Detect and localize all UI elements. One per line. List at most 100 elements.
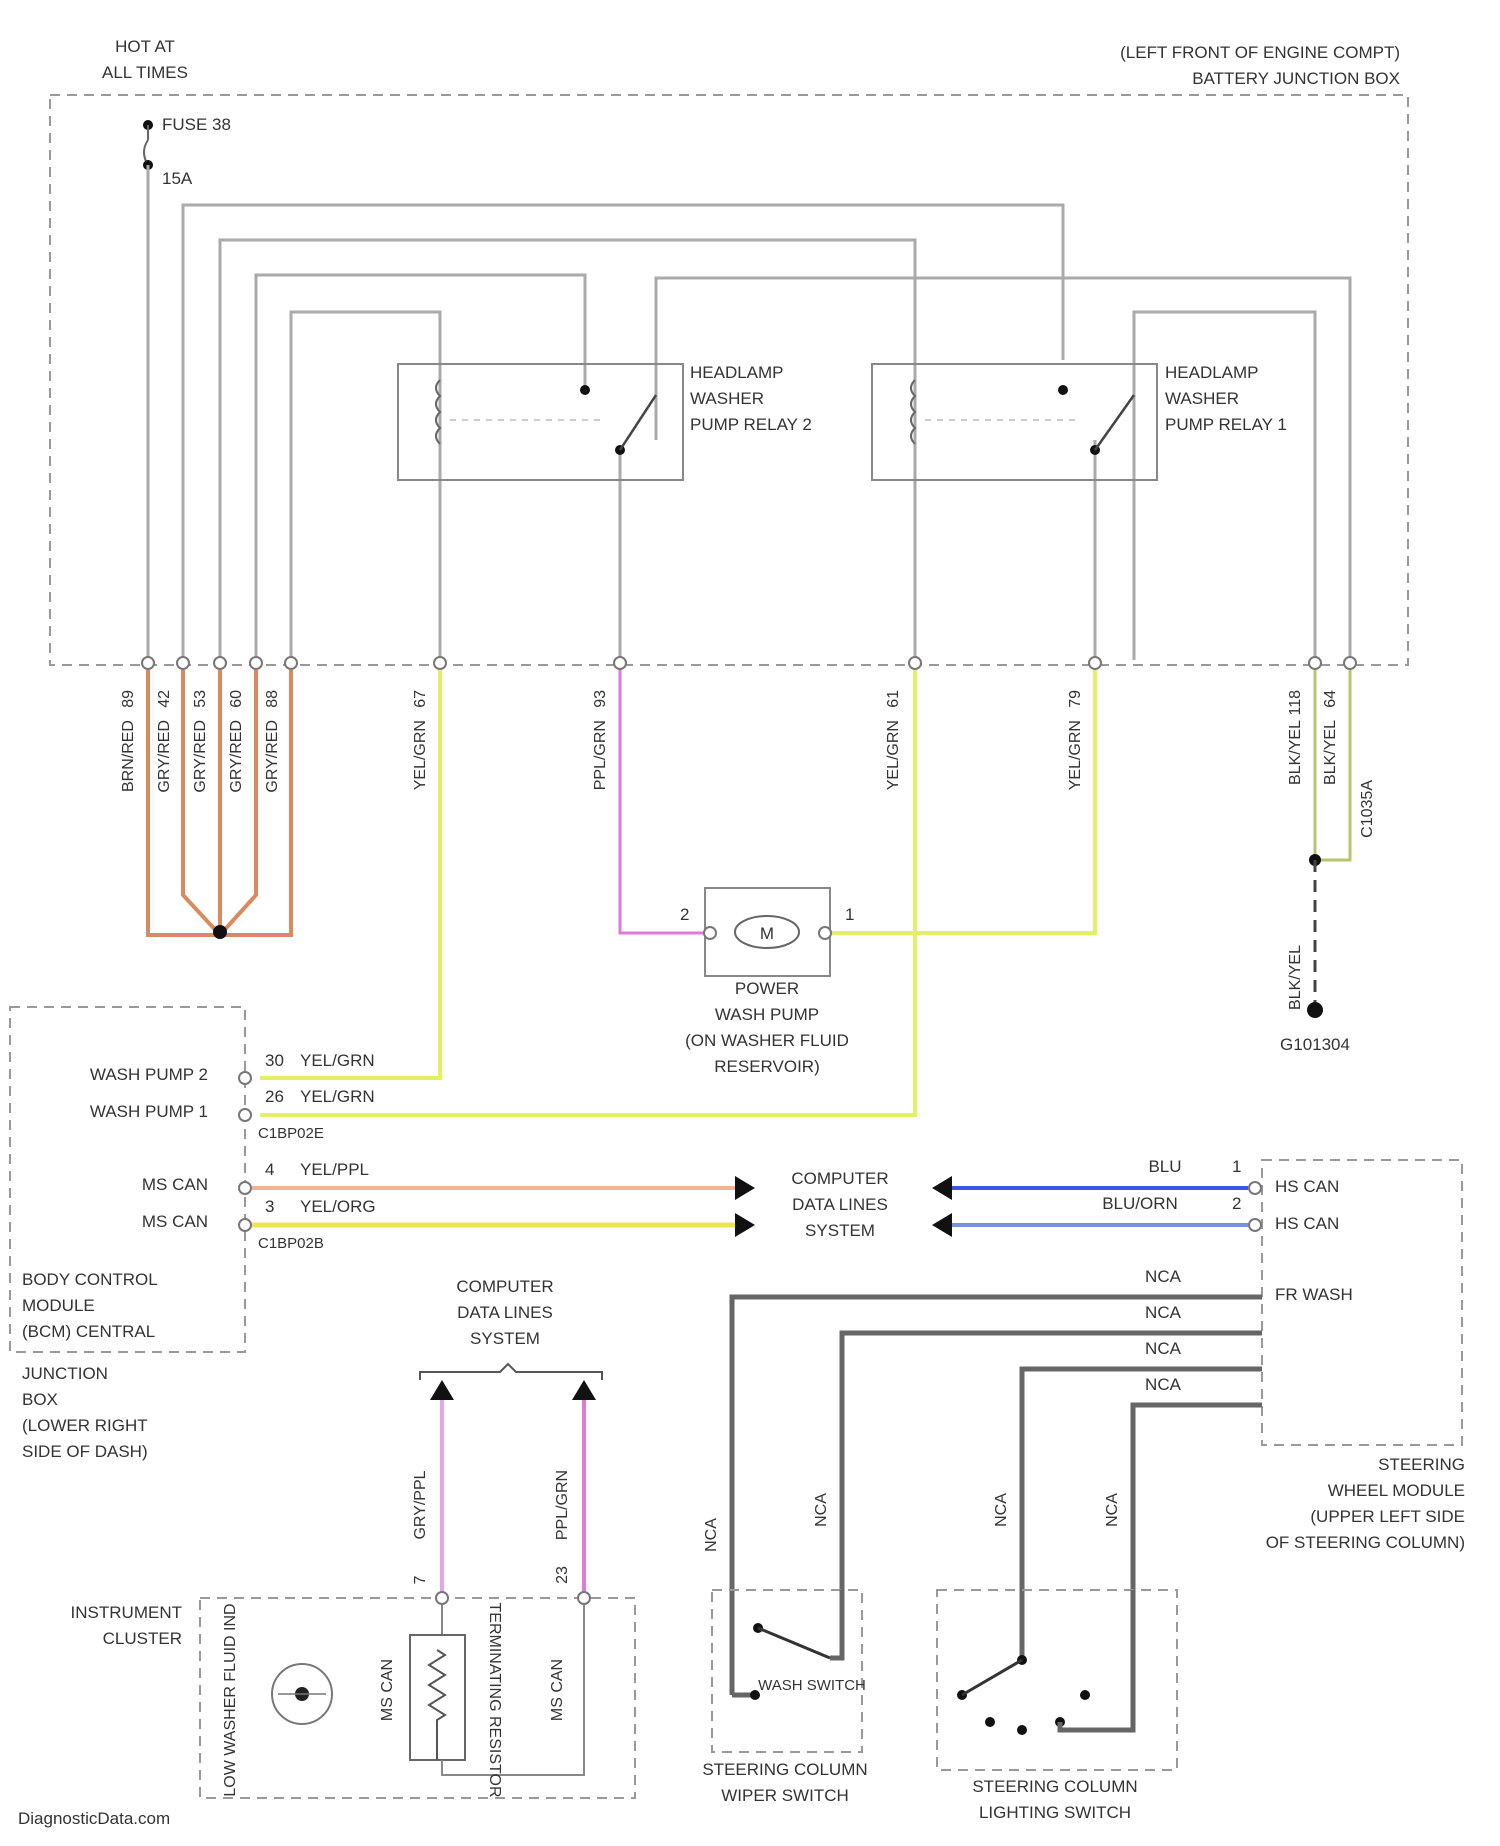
cdl2-label-1: COMPUTER [456,1277,553,1296]
svg-text:118: 118 [1287,690,1304,716]
bcm-connector-2: C1BP02B [258,1235,324,1252]
svg-text:67: 67 [412,690,429,708]
swm-hs-can-2: HS CAN [1275,1214,1339,1233]
bjb-connector-pins [142,657,1356,669]
arrow-hs1 [932,1176,952,1200]
bcm-label-7: SIDE OF DASH) [22,1442,148,1461]
bcm-wire-wash1: YEL/GRN [300,1087,375,1106]
lamp-icon [272,1664,332,1724]
relay1-label-1: HEADLAMP [1165,363,1259,382]
ic-pin-2: 23 [554,1566,571,1584]
arrow-ic2 [572,1380,596,1400]
ground-label: G101304 [1280,1035,1350,1054]
yellow-green-wires [260,670,1095,1115]
instrument-cluster [200,1598,635,1798]
bcm-wash-pump-2: WASH PUMP 2 [90,1065,208,1084]
relay1-label-3: PUMP RELAY 1 [1165,415,1287,434]
svg-text:GRY/RED: GRY/RED [228,720,245,793]
pink-pump-wire [620,670,710,933]
swm-hs-can-1: HS CAN [1275,1177,1339,1196]
wash-switch-label: WASH SWITCH [758,1677,866,1694]
bcm-ms-can-2: MS CAN [142,1212,208,1231]
bcm-pin-ms1: 4 [265,1160,274,1179]
bjb-internal-wires [148,165,1350,660]
svg-text:YEL/GRN: YEL/GRN [1067,720,1084,790]
svg-text:53: 53 [192,690,209,708]
nca-label-3: NCA [1145,1339,1182,1358]
bcm-pin-wash2: 30 [265,1051,284,1070]
swm-pins [1249,1182,1261,1231]
steering-column-lighting-switch [937,1590,1177,1770]
bcm-pin-ms2: 3 [265,1197,274,1216]
pump-pin-left: 2 [680,905,689,924]
bcm-label-4: JUNCTION [22,1364,108,1383]
arrow-ms1 [735,1176,755,1200]
swm-label-2: WHEEL MODULE [1328,1481,1465,1500]
arrow-hs2 [932,1213,952,1237]
svg-text:YEL/GRN: YEL/GRN [885,720,902,790]
swm-pin-2: 2 [1232,1194,1241,1213]
ic-wire-1-label: GRY/PPL [412,1470,429,1539]
pump-label-4: RESERVOIR) [714,1057,820,1076]
svg-text:PPL/GRN: PPL/GRN [592,720,609,790]
ic-label-1: INSTRUMENT [71,1603,182,1622]
svg-text:BLK/YEL: BLK/YEL [1322,720,1339,785]
sw-nca-4: NCA [1104,1493,1121,1527]
relay2-label-2: WASHER [690,389,764,408]
cdl-label-2: DATA LINES [792,1195,888,1214]
svg-text:YEL/GRN: YEL/GRN [412,720,429,790]
svg-text:42: 42 [156,690,173,708]
swm-label-4: OF STEERING COLUMN) [1266,1533,1465,1552]
nca-label-2: NCA [1145,1303,1182,1322]
all-times-label: ALL TIMES [102,63,188,82]
orange-wires [148,670,291,935]
ic-pin-1: 7 [412,1575,429,1584]
fuse-label: FUSE 38 [162,115,231,134]
lighting-switch-label-1: STEERING COLUMN [972,1777,1137,1796]
arrow-ic1 [430,1380,454,1400]
bcm-wire-wash2: YEL/GRN [300,1051,375,1070]
bcm-wire-ms1: YEL/PPL [300,1160,369,1179]
cdl-label-1: COMPUTER [791,1169,888,1188]
svg-text:GRY/RED: GRY/RED [192,720,209,793]
ic-ms-can-1: MS CAN [379,1659,396,1721]
splice-dot [213,925,227,939]
svg-text:BLK/YEL: BLK/YEL [1287,945,1304,1010]
pump-pin-right: 1 [845,905,854,924]
swm-pin-1: 1 [1232,1157,1241,1176]
sw-nca-3: NCA [993,1493,1010,1527]
svg-text:BRN/RED: BRN/RED [120,720,137,792]
arrow-ms2 [735,1213,755,1237]
cdl-label-3: SYSTEM [805,1221,875,1240]
bcm-label-3: (BCM) CENTRAL [22,1322,155,1341]
swm-fr-wash: FR WASH [1275,1285,1353,1304]
sw-nca-2: NCA [813,1493,830,1527]
fuse-38 [143,120,153,170]
bcm-pin-wash1: 26 [265,1087,284,1106]
ic-label-2: CLUSTER [103,1629,182,1648]
svg-text:79: 79 [1067,690,1084,708]
bcm-label-5: BOX [22,1390,58,1409]
bcm-wash-pump-1: WASH PUMP 1 [90,1102,208,1121]
bcm-label-6: (LOWER RIGHT [22,1416,148,1435]
cdl2-label-2: DATA LINES [457,1303,553,1322]
ic-wire-2-label: PPL/GRN [554,1470,571,1540]
svg-text:93: 93 [592,690,609,708]
ic-resistor-label: TERMINATING RESISTOR [486,1603,503,1798]
sw-nca-1: NCA [703,1518,720,1552]
bjb-label-1: (LEFT FRONT OF ENGINE COMPT) [1120,43,1400,62]
pump-label-2: WASH PUMP [715,1005,819,1024]
swm-label-3: (UPPER LEFT SIDE [1310,1507,1465,1526]
swm-wire-hs1: BLU [1148,1157,1181,1176]
svg-text:60: 60 [228,690,245,708]
svg-text:89: 89 [120,690,137,708]
svg-text:C1035A: C1035A [1359,780,1376,838]
lighting-switch-contacts [957,1590,1133,1735]
pump-label-1: POWER [735,979,799,998]
watermark: DiagnosticData.com [18,1809,170,1828]
svg-text:64: 64 [1322,690,1339,708]
bcm-wire-ms2: YEL/ORG [300,1197,376,1216]
bcm-label-1: BODY CONTROL [22,1270,158,1289]
lighting-switch-label-2: LIGHTING SWITCH [979,1803,1131,1822]
svg-text:BLK/YEL: BLK/YEL [1287,720,1304,785]
